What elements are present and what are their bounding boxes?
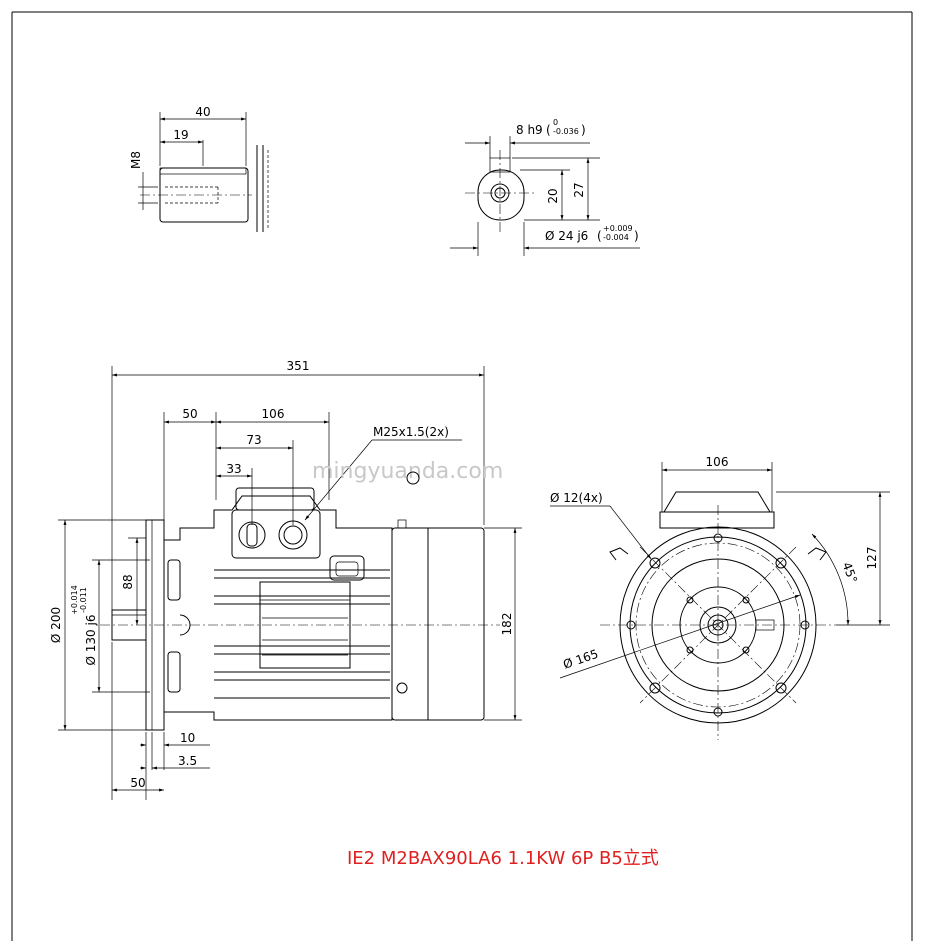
cable-entry-label: M25x1.5(2x) bbox=[373, 425, 449, 439]
key-width-tol-lower: -0.036 bbox=[553, 127, 579, 136]
bolt-hole-3 bbox=[649, 682, 661, 694]
drawing-frame bbox=[11, 11, 913, 941]
dim-88-label: 88 bbox=[121, 574, 135, 589]
pcd-label: Ø 165 bbox=[561, 647, 600, 672]
flange-thickness-label: 10 bbox=[180, 731, 195, 745]
bolt-hole-4 bbox=[775, 682, 787, 694]
spigot-tol-lower: -0.011 bbox=[79, 587, 88, 613]
flange-diameter-label: Ø 200 bbox=[49, 607, 63, 643]
spigot-tol-upper: +0.014 bbox=[70, 585, 79, 615]
spigot-depth-label: 3.5 bbox=[178, 754, 197, 768]
angle-label: 45° bbox=[840, 560, 860, 585]
flange-to-box-label: 50 bbox=[182, 407, 197, 421]
gland-73-label: 73 bbox=[246, 433, 261, 447]
key-width-label: 8 h9 bbox=[516, 123, 543, 137]
key-width-tol-upper: 0 bbox=[553, 118, 558, 127]
motor-side-view: 351 50 106 73 33 M25x1.5(2x) bbox=[49, 359, 522, 800]
cable-gland-2 bbox=[278, 520, 308, 550]
shaft-tol-bracket-open: ( bbox=[597, 229, 602, 243]
shaft-diameter-label: Ø 24 j6 bbox=[545, 229, 588, 243]
body-height-label: 182 bbox=[500, 613, 514, 636]
box-width-label: 106 bbox=[262, 407, 285, 421]
lifting-eye bbox=[329, 555, 365, 581]
shaft-section-view: 8 h9 ( 0 -0.036 ) 20 27 Ø 24 j6 ( +0.009… bbox=[450, 118, 640, 256]
shaft-length-label: 40 bbox=[195, 105, 210, 119]
shaft-extension-label: 50 bbox=[130, 776, 145, 790]
watermark-logo-icon bbox=[406, 471, 420, 485]
overall-length-label: 351 bbox=[287, 359, 310, 373]
gland-33-label: 33 bbox=[226, 462, 241, 476]
fan-cover bbox=[391, 527, 485, 721]
shaft-height-label: 27 bbox=[572, 182, 586, 197]
key-height-label: 20 bbox=[546, 188, 560, 203]
model-caption: IE2 M2BAX90LA6 1.1KW 6P B5立式 bbox=[347, 848, 659, 869]
height-127-label: 127 bbox=[865, 547, 879, 570]
motor-front-view: 106 Ø 12(4x bbox=[550, 455, 890, 740]
shaft-tol-upper: +0.009 bbox=[603, 224, 633, 233]
key-width-bracket-open: ( bbox=[546, 123, 551, 137]
thread-label: M8 bbox=[129, 151, 143, 169]
cable-gland-1 bbox=[238, 521, 266, 549]
shaft-detail-view: 40 19 M8 bbox=[129, 105, 269, 232]
spigot-diameter-label: Ø 130 j6 bbox=[84, 615, 98, 666]
bolt-hole-2 bbox=[775, 557, 787, 569]
shaft-tol-bracket-close: ) bbox=[634, 229, 639, 243]
key-width-bracket-close: ) bbox=[581, 123, 586, 137]
shaft-tol-lower: -0.004 bbox=[603, 233, 629, 242]
front-box-width-label: 106 bbox=[706, 455, 729, 469]
bolt-hole-1 bbox=[649, 557, 661, 569]
key-length-label: 19 bbox=[173, 128, 188, 142]
hole-spec-label: Ø 12(4x) bbox=[550, 491, 603, 505]
nameplate bbox=[259, 581, 351, 669]
